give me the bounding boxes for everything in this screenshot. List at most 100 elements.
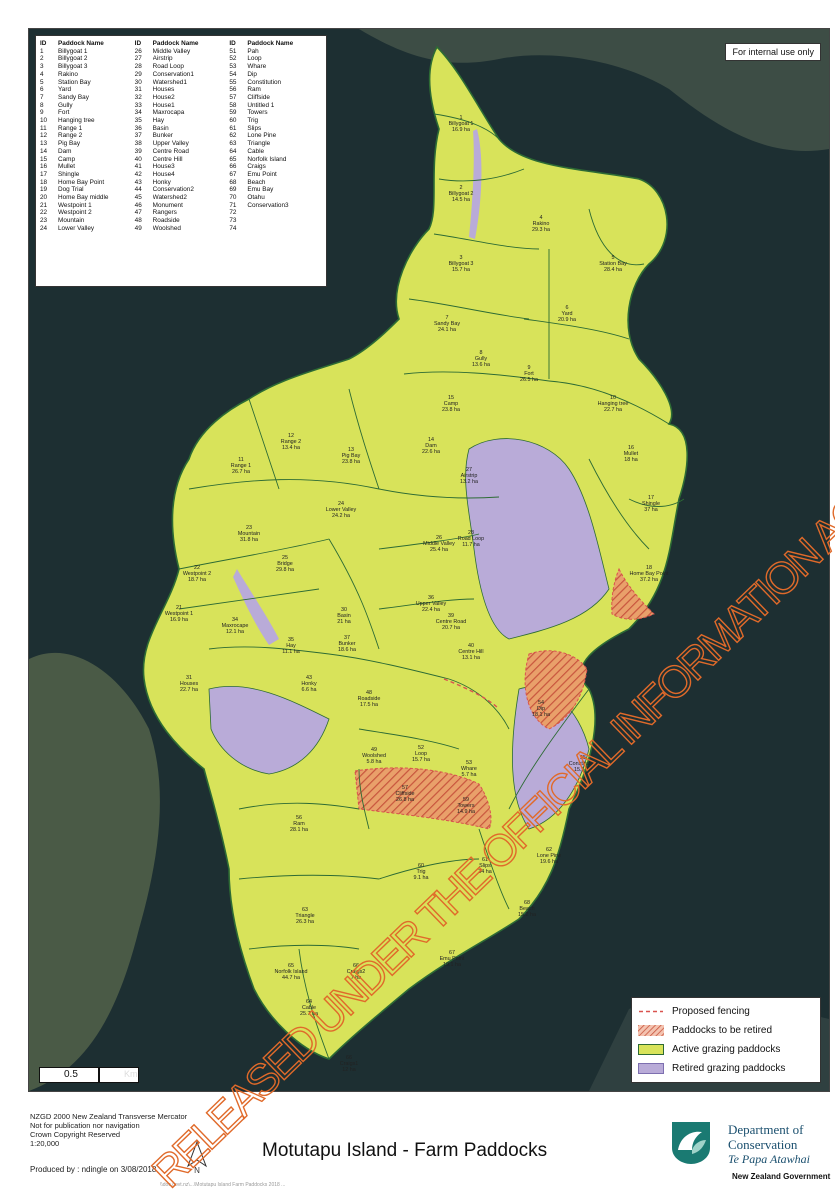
row-name: Monument <box>152 201 183 209</box>
paddock-area: 26.3 ha <box>296 919 314 925</box>
paddock-area: 44.7 ha <box>282 975 300 981</box>
paddock-name: Whare <box>461 766 477 772</box>
row-id: 37 <box>134 132 142 140</box>
row-name: Station Bay <box>58 78 91 86</box>
row-id: 2 <box>40 55 44 63</box>
row-id: 39 <box>134 147 142 155</box>
paddock-name: Range 2 <box>281 439 301 445</box>
hatch-swatch-icon <box>638 1025 664 1036</box>
neighbour-land-west <box>29 652 160 1091</box>
row-name: House1 <box>152 101 175 109</box>
paddock-area: 13.6 ha <box>472 362 490 368</box>
row-id: 4 <box>40 70 44 78</box>
produced-by: Produced by : ndingle on 3/08/2018 <box>30 1165 157 1174</box>
paddock-id: 23 <box>246 525 252 531</box>
retired-area-west <box>208 685 330 775</box>
paddock-id: 52 <box>418 745 424 751</box>
row-name: House2 <box>152 93 175 101</box>
legend-item-proposed-fencing: Proposed fencing <box>638 1002 814 1021</box>
paddock-id: 34 <box>232 617 238 623</box>
paddock-id: 59 <box>463 797 469 803</box>
doc-logo-icon <box>672 1122 710 1164</box>
row-id: 17 <box>40 170 48 178</box>
paddock-name: Dam <box>425 443 437 449</box>
row-id: 61 <box>229 124 237 132</box>
row-name <box>247 209 322 217</box>
paddock-name: Honky <box>301 681 317 687</box>
row-id: 58 <box>229 101 237 109</box>
paddock-area: 26.7 ha <box>232 469 250 475</box>
row-id: 63 <box>229 140 237 148</box>
paddock-area: 16.9 ha <box>170 617 188 623</box>
paddock-name: Fort <box>524 371 534 377</box>
paddock-name: Constitution <box>569 761 597 767</box>
row-id: 69 <box>229 186 237 194</box>
row-name: Mullet <box>58 163 76 171</box>
